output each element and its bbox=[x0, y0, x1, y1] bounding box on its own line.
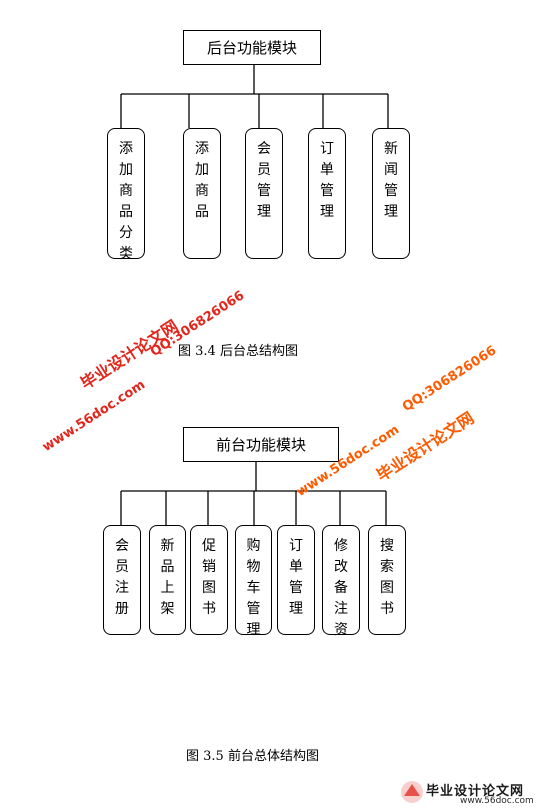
frontend-child-node: 促销图书 bbox=[190, 525, 228, 635]
frontend-child-node: 订单管理 bbox=[277, 525, 315, 635]
frontend-child-node: 会员注册 bbox=[103, 525, 141, 635]
frontend-root-label: 前台功能模块 bbox=[215, 436, 306, 454]
backend-child-label: 订单管理 bbox=[320, 141, 334, 220]
backend-root-node: 后台功能模块 bbox=[183, 30, 321, 65]
frontend-root-node: 前台功能模块 bbox=[183, 427, 339, 462]
frontend-child-label: 搜索图书 bbox=[380, 538, 394, 617]
backend-child-node: 添加商品分类 bbox=[107, 128, 145, 262]
frontend-child-node: 修改备注资 bbox=[322, 525, 360, 638]
backend-root-label: 后台功能模块 bbox=[206, 39, 297, 57]
backend-child-node: 添加商品 bbox=[183, 128, 221, 259]
backend-diagram-caption: 图 3.4 后台总结构图 bbox=[178, 344, 298, 359]
backend-child-node: 会员管理 bbox=[245, 128, 283, 259]
frontend-child-node: 购物车管理 bbox=[235, 525, 272, 638]
frontend-child-node: 新品上架 bbox=[149, 525, 186, 635]
frontend-child-label: 修改备注资 bbox=[334, 538, 348, 638]
frontend-child-label: 促销图书 bbox=[202, 538, 216, 617]
backend-child-node: 订单管理 bbox=[308, 128, 346, 259]
site-logo-icon bbox=[401, 781, 423, 803]
frontend-diagram-caption: 图 3.5 前台总体结构图 bbox=[186, 749, 319, 764]
footer-brand: 毕业设计论文网 bbox=[426, 784, 525, 799]
backend-child-label: 新闻管理 bbox=[384, 141, 398, 220]
backend-child-node: 新闻管理 bbox=[372, 128, 410, 259]
frontend-child-label: 新品上架 bbox=[160, 538, 175, 617]
backend-child-label: 添加商品分类 bbox=[119, 141, 133, 262]
footer-url: www.56doc.com bbox=[460, 796, 534, 806]
frontend-child-label: 会员注册 bbox=[115, 538, 129, 617]
frontend-child-node: 搜索图书 bbox=[368, 525, 406, 635]
backend-child-label: 会员管理 bbox=[257, 141, 271, 220]
frontend-child-label: 购物车管理 bbox=[246, 538, 261, 638]
backend-child-label: 添加商品 bbox=[195, 141, 209, 220]
frontend-child-label: 订单管理 bbox=[289, 538, 303, 617]
